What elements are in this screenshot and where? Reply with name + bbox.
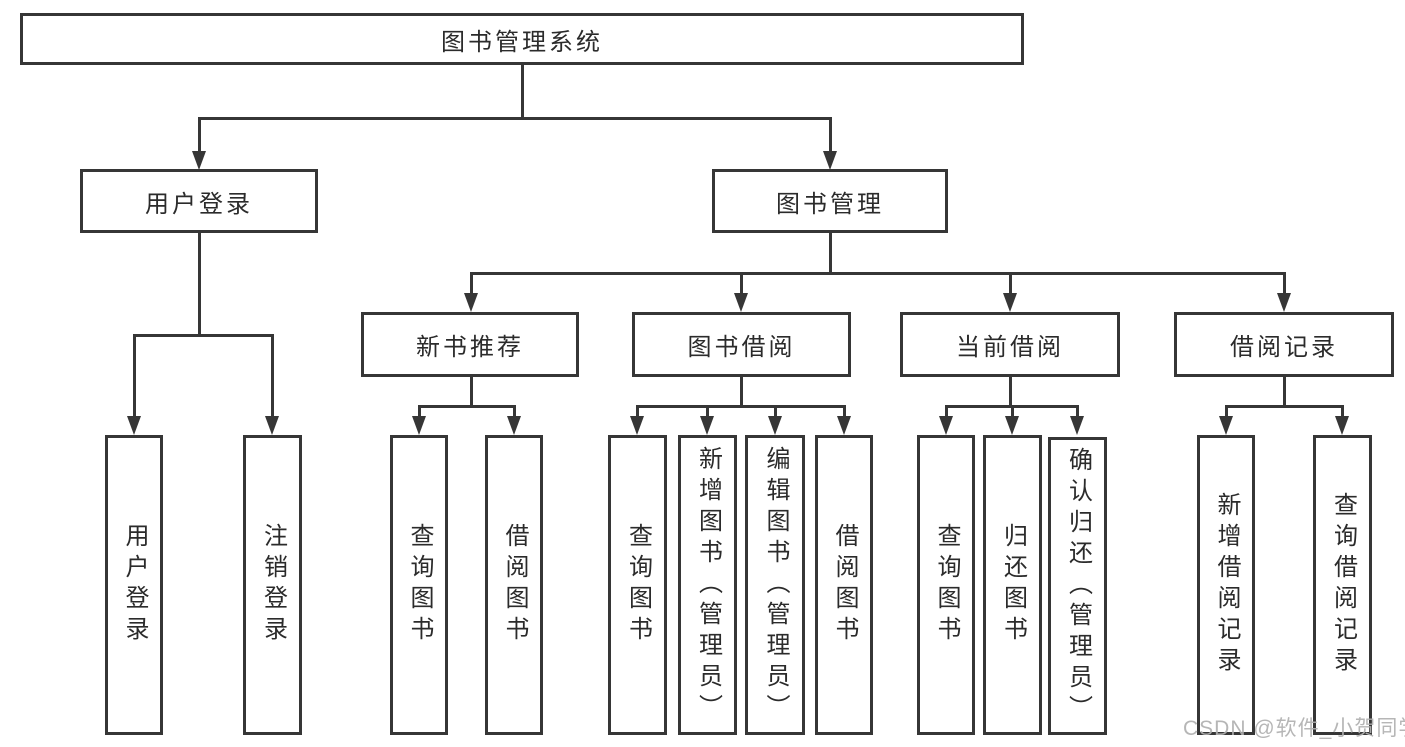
leaf-borrow-edit-admin-label: 编辑图书（管理员）	[762, 445, 789, 725]
node-user-login: 用户登录	[80, 169, 318, 233]
connector-line	[1011, 405, 1014, 419]
node-root-label: 图书管理系统	[441, 28, 603, 56]
connector-line	[1283, 272, 1286, 294]
node-borrow-record-label: 借阅记录	[1230, 334, 1338, 361]
node-book-borrow-label: 图书借阅	[687, 334, 796, 361]
leaf-current-return: 归还图书	[983, 435, 1042, 735]
leaf-current-return-label: 归还图书	[999, 523, 1027, 647]
leaf-newbook-query-label: 查询图书	[406, 523, 433, 647]
arrowhead	[823, 151, 837, 170]
connector-line	[829, 233, 832, 275]
arrowhead	[768, 416, 782, 435]
csdn-watermark: CSDN @软件_小贺同学	[1183, 717, 1405, 740]
arrowhead	[734, 293, 748, 312]
leaf-logout: 注销登录	[243, 435, 302, 735]
node-user-login-label: 用户登录	[145, 190, 253, 218]
leaf-borrow-edit-admin: 编辑图书（管理员）	[745, 435, 805, 735]
connector-line	[636, 405, 639, 419]
connector-line	[513, 405, 516, 419]
connector-line	[774, 405, 777, 419]
node-book-borrow: 图书借阅	[632, 312, 851, 377]
leaf-newbook-borrow: 借阅图书	[485, 435, 543, 735]
node-book-management: 图书管理	[712, 169, 948, 233]
leaf-borrow-query-label: 查询图书	[624, 523, 652, 647]
connector-line	[470, 272, 1286, 275]
leaf-current-confirm-admin: 确认归还（管理员）	[1048, 437, 1107, 735]
arrowhead	[192, 151, 206, 170]
arrowhead	[1219, 416, 1233, 435]
leaf-current-query-label: 查询图书	[933, 523, 960, 647]
connector-line	[945, 405, 948, 419]
connector-line	[740, 272, 743, 294]
connector-line	[1009, 272, 1012, 294]
node-book-management-label: 图书管理	[776, 190, 884, 218]
connector-line	[418, 405, 516, 408]
leaf-record-query-label: 查询借阅记录	[1329, 492, 1357, 678]
node-borrow-record: 借阅记录	[1174, 312, 1394, 377]
arrowhead	[1005, 416, 1019, 435]
arrowhead	[265, 416, 279, 435]
arrowhead	[1277, 293, 1291, 312]
leaf-newbook-borrow-label: 借阅图书	[501, 523, 528, 647]
arrowhead	[837, 416, 851, 435]
node-current-borrow-label: 当前借阅	[956, 334, 1064, 361]
connector-line	[133, 334, 136, 417]
connector-line	[636, 405, 846, 408]
leaf-record-add-label: 新增借阅记录	[1213, 492, 1240, 678]
leaf-borrow-book-label: 借阅图书	[831, 523, 858, 647]
arrowhead	[1070, 416, 1084, 435]
connector-line	[740, 376, 743, 408]
connector-line	[521, 64, 524, 120]
connector-line	[1225, 405, 1228, 419]
leaf-current-confirm-admin-label: 确认归还（管理员）	[1064, 446, 1092, 726]
arrowhead	[630, 416, 644, 435]
node-new-book-recommend-label: 新书推荐	[416, 334, 524, 361]
leaf-logout-label: 注销登录	[259, 523, 287, 647]
connector-line	[1341, 405, 1344, 419]
leaf-record-add: 新增借阅记录	[1197, 435, 1255, 735]
arrowhead	[507, 416, 521, 435]
leaf-borrow-query: 查询图书	[608, 435, 667, 735]
connector-line	[470, 376, 473, 408]
connector-line	[470, 272, 473, 294]
leaf-borrow-book: 借阅图书	[815, 435, 873, 735]
connector-line	[1076, 405, 1079, 419]
leaf-user-login: 用户登录	[105, 435, 163, 735]
arrowhead	[1335, 416, 1349, 435]
connector-line	[198, 117, 201, 153]
connector-line	[418, 405, 421, 419]
connector-line	[198, 233, 201, 337]
connector-line	[706, 405, 709, 419]
arrowhead	[1003, 293, 1017, 312]
arrowhead	[127, 416, 141, 435]
node-root: 图书管理系统	[20, 13, 1024, 65]
leaf-user-login-label: 用户登录	[121, 523, 148, 647]
node-new-book-recommend: 新书推荐	[361, 312, 579, 377]
connector-line	[1009, 376, 1012, 408]
leaf-record-query: 查询借阅记录	[1313, 435, 1372, 735]
leaf-newbook-query: 查询图书	[390, 435, 448, 735]
connector-line	[1283, 376, 1286, 408]
connector-line	[198, 117, 831, 120]
connector-line	[133, 334, 274, 337]
arrowhead	[939, 416, 953, 435]
leaf-borrow-add-admin-label: 新增图书（管理员）	[694, 445, 722, 725]
connector-line	[829, 117, 832, 153]
connector-line	[843, 405, 846, 419]
arrowhead	[464, 293, 478, 312]
leaf-current-query: 查询图书	[917, 435, 975, 735]
leaf-borrow-add-admin: 新增图书（管理员）	[678, 435, 737, 735]
node-current-borrow: 当前借阅	[900, 312, 1120, 377]
arrowhead	[412, 416, 426, 435]
connector-line	[271, 334, 274, 417]
arrowhead	[700, 416, 714, 435]
connector-line	[1225, 405, 1344, 408]
